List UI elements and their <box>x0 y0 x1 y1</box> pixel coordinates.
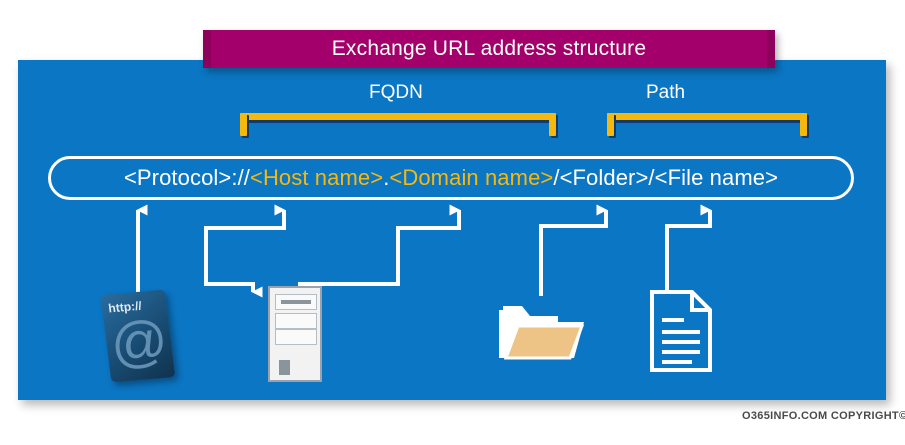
url-segment-domain: <Domain name> <box>389 165 554 190</box>
bracket-fqdn-cap-left <box>240 113 247 136</box>
url-segment-protocol: <Protocol>:// <box>123 165 250 190</box>
group-label-fqdn: FQDN <box>369 82 423 103</box>
at-icon: @ <box>106 307 172 376</box>
server-icon-led <box>279 360 290 375</box>
server-icon-vent <box>281 300 311 304</box>
url-segment-host: <Host name> <box>250 165 384 190</box>
bracket-fqdn-bar <box>240 113 556 120</box>
server-icon <box>268 286 322 382</box>
url-segment-dot: . <box>383 165 390 190</box>
protocol-icon-tile: http:// @ <box>100 289 176 383</box>
protocol-icon: http:// @ <box>100 288 178 388</box>
bracket-path-cap-left <box>607 113 614 136</box>
arrow-host <box>204 204 286 298</box>
url-structure-text: <Protocol>://<Host name>.<Domain name>/<… <box>124 165 778 191</box>
document-icon-lines <box>662 318 700 364</box>
folder-icon-tab <box>503 306 558 356</box>
bracket-fqdn-cap-right <box>549 113 556 136</box>
copyright-text: O365INFO.COM COPYRIGHT© <box>742 410 905 422</box>
url-segment-path: /<Folder>/<File name> <box>553 165 779 190</box>
diagram-title-banner: Exchange URL address structure <box>203 30 775 68</box>
folder-icon <box>496 292 586 362</box>
group-label-path: Path <box>646 82 686 103</box>
server-icon-body <box>268 286 322 382</box>
server-icon-slot <box>275 329 317 345</box>
document-icon-fold <box>690 292 710 312</box>
bracket-path-bar <box>607 113 807 120</box>
arrow-folder <box>539 204 608 296</box>
arrow-file <box>665 204 712 292</box>
arrow-domain <box>298 204 461 298</box>
url-structure-bar: <Protocol>://<Host name>.<Domain name>/<… <box>48 156 854 200</box>
bracket-path <box>607 113 807 139</box>
banner-notch-left <box>203 30 211 68</box>
banner-notch-right <box>767 30 775 68</box>
folder-icon-front <box>503 324 585 360</box>
bracket-fqdn <box>240 113 556 139</box>
bracket-path-cap-right <box>800 113 807 136</box>
document-icon <box>648 288 714 374</box>
document-icon-page <box>650 290 712 372</box>
server-icon-slot <box>275 313 317 329</box>
diagram-title-text: Exchange URL address structure <box>331 37 647 60</box>
